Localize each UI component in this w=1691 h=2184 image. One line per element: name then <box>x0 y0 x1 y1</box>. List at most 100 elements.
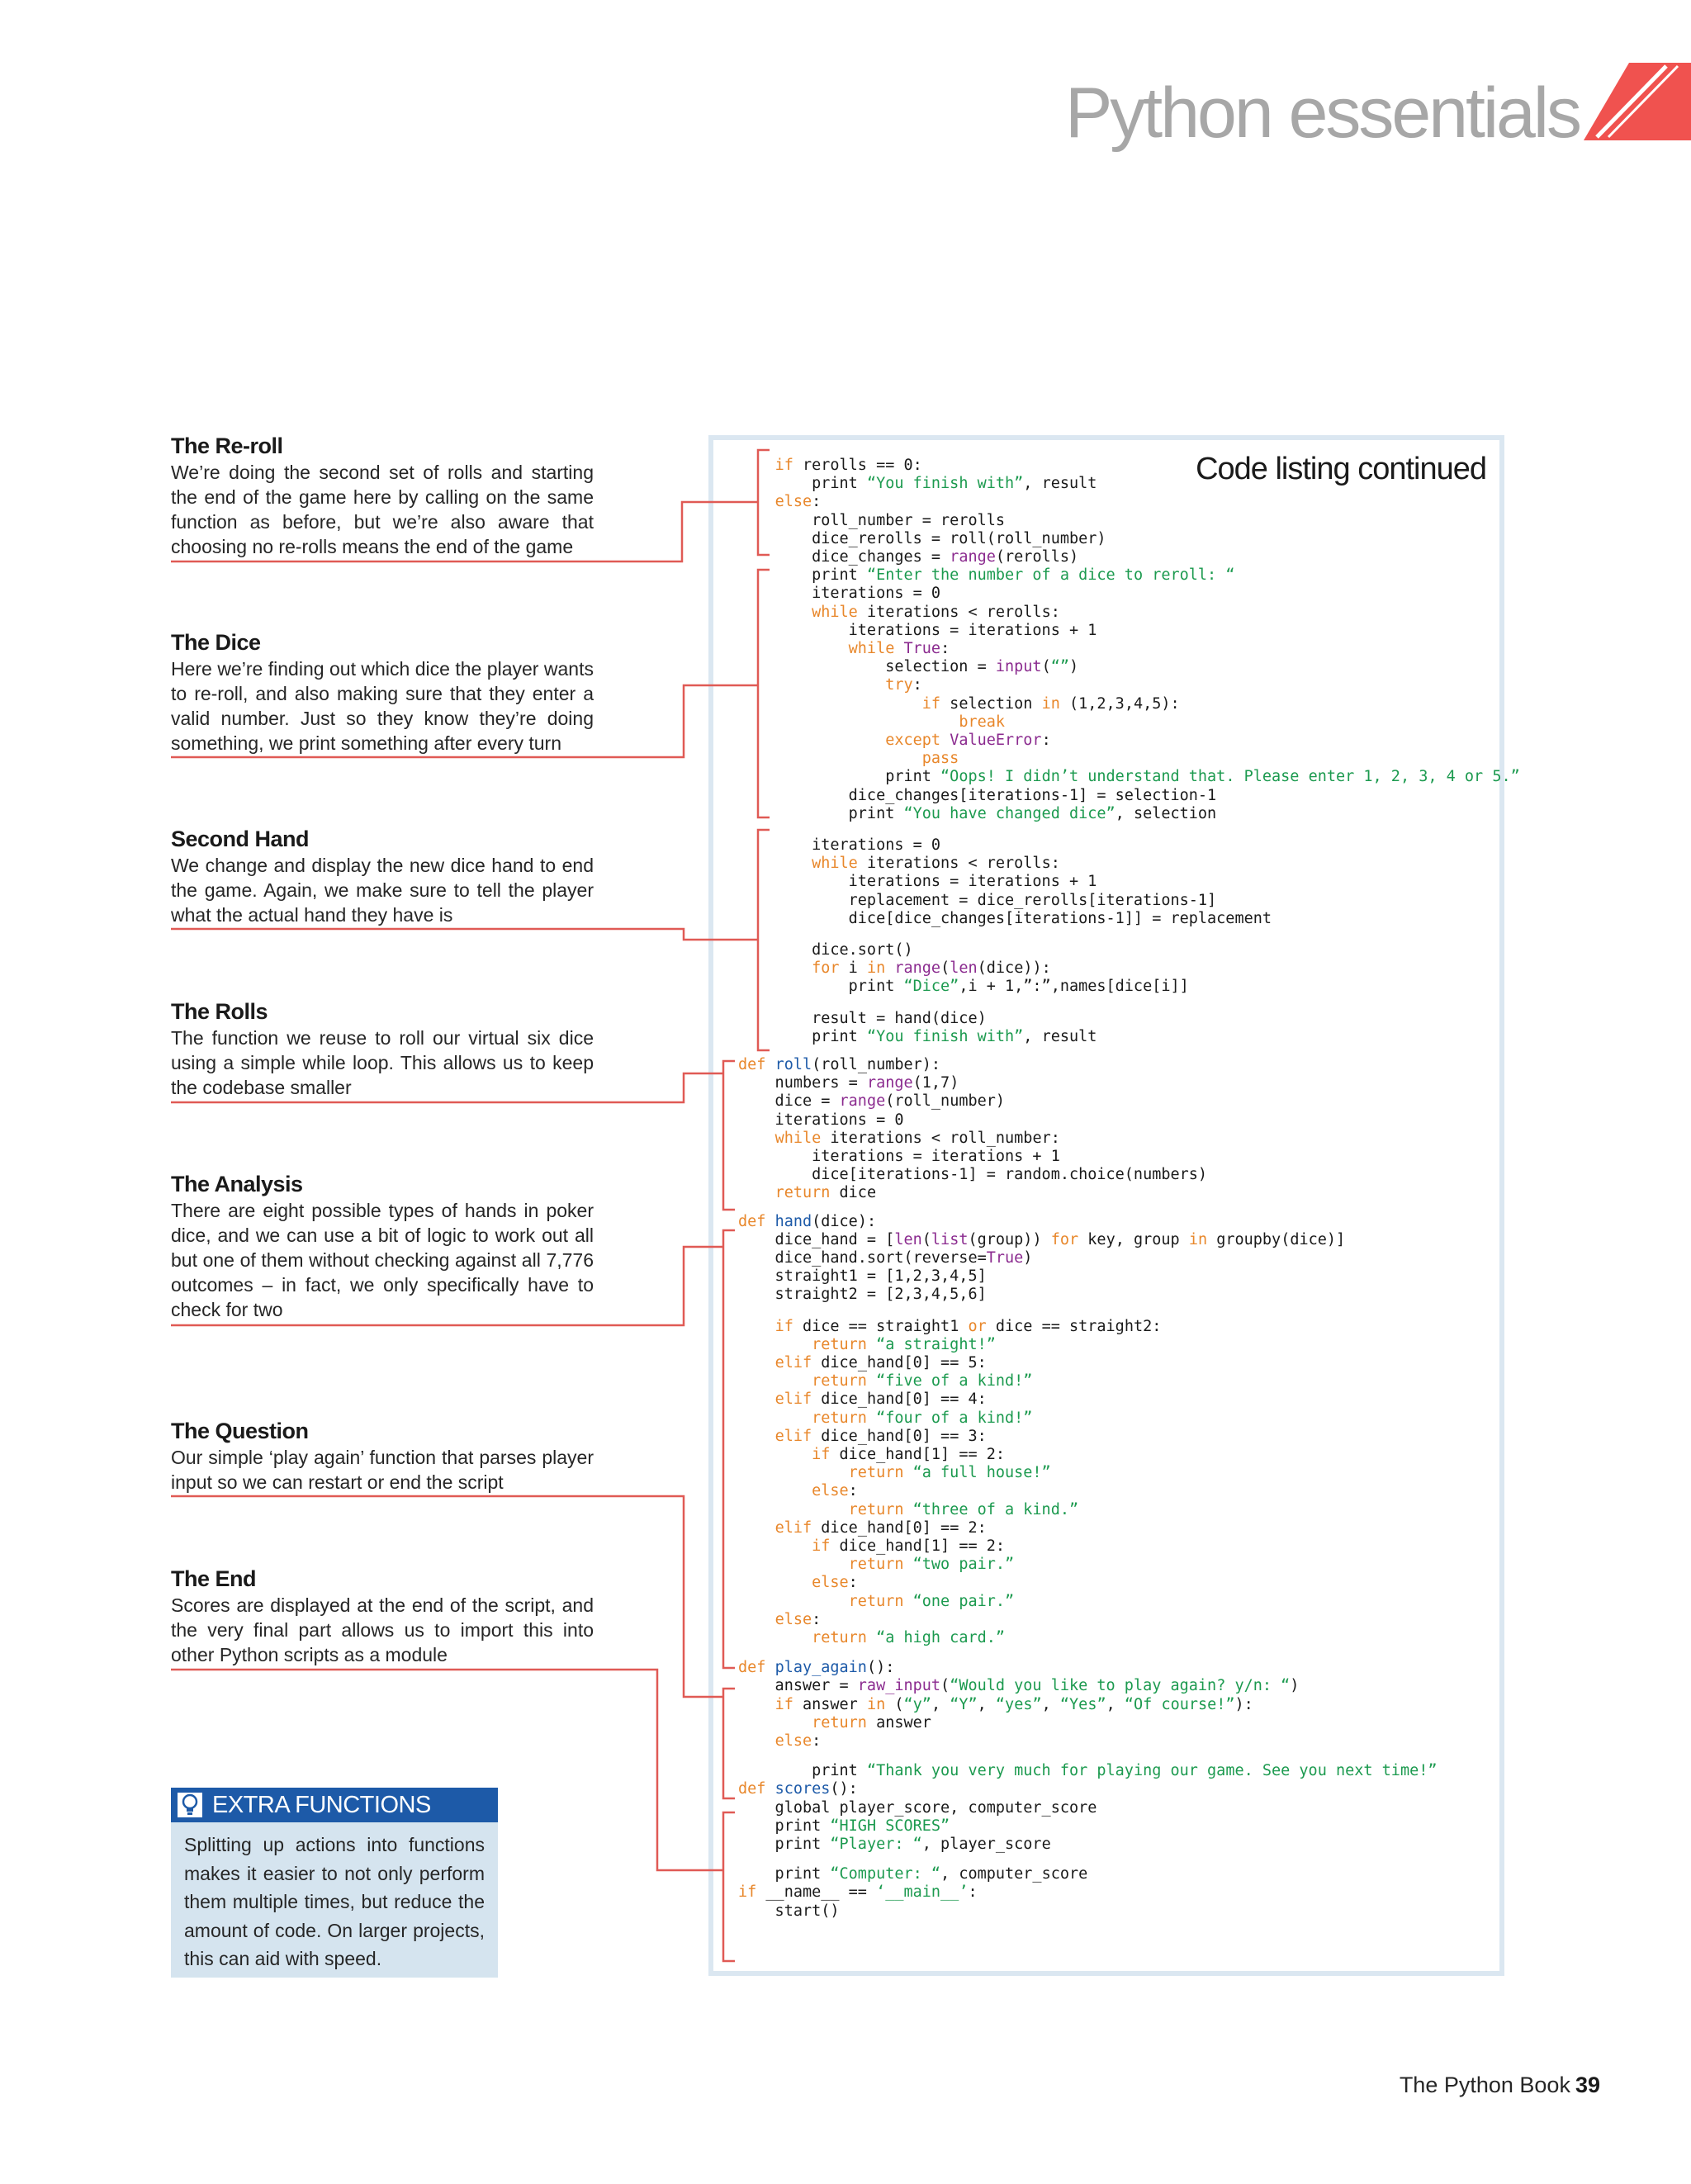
code-line: iterations = iterations + 1 <box>738 1148 1060 1165</box>
code-line: iterations = iterations + 1 <box>738 621 1097 639</box>
code-line: else: <box>774 1610 822 1628</box>
code-line: dice.sort() <box>738 941 913 959</box>
code-line: straight2 = [2,3,4,5,6] <box>738 1286 987 1304</box>
annotation-text: Our simple ‘play again’ function that pa… <box>171 1447 594 1493</box>
code-line: print “Dice”,i + 1,”:”,names[dice[i]] <box>738 978 1189 996</box>
code-line: elif dice_hand[0] == 3: <box>774 1427 987 1445</box>
code-line: print “Player: “, player_score <box>738 1836 1051 1853</box>
code-line: if answer in (“y”, “Y”, “yes”, “Yes”, “O… <box>774 1695 1253 1713</box>
code-line: while iterations < rerolls: <box>812 603 1060 621</box>
code-line: def roll(roll_number): <box>738 1056 941 1073</box>
annotation-text: The function we reuse to roll our virtua… <box>171 1027 594 1098</box>
code-line: else: <box>774 1732 822 1750</box>
annotation-end: The End Scores are displayed at the end … <box>171 1566 594 1667</box>
annotation-dice: The Dice Here we’re finding out which di… <box>171 630 594 756</box>
code-line: return “two pair.” <box>848 1556 1015 1574</box>
code-line: elif dice_hand[0] == 2: <box>774 1518 987 1537</box>
code-line: except ValueError: <box>885 732 1051 749</box>
code-line: return “a straight!” <box>812 1335 996 1353</box>
code-line: return “five of a kind!” <box>812 1372 1033 1390</box>
code-body: if rerolls == 0: print “You finish with”… <box>713 440 1520 1971</box>
code-line: def hand(dice): <box>738 1212 877 1230</box>
code-line: def play_again(): <box>738 1659 895 1677</box>
section-title: Python essentials <box>1064 73 1582 153</box>
annotation-text: Scores are displayed at the end of the s… <box>171 1594 594 1665</box>
code-line: pass <box>921 750 959 768</box>
code-line: roll_number = rerolls <box>738 511 1006 529</box>
lightbulb-icon <box>176 1791 204 1819</box>
code-line: dice_changes[iterations-1] = selection-1 <box>738 786 1217 804</box>
code-line: selection = input(“”) <box>738 658 1079 676</box>
code-line: break <box>959 713 1006 731</box>
code-line: for i in range(len(dice)): <box>812 959 1051 978</box>
annotation-analysis: The Analysis There are eight possible ty… <box>171 1172 594 1322</box>
code-line: return “one pair.” <box>848 1592 1015 1610</box>
annotation-title: The Question <box>171 1419 309 1443</box>
code-line: def scores(): <box>738 1780 858 1798</box>
annotation-text: We’re doing the second set of rolls and … <box>171 462 594 557</box>
code-line: if rerolls == 0: <box>774 457 922 474</box>
code-line: straight1 = [1,2,3,4,5] <box>738 1267 987 1286</box>
pencil-tab-icon <box>1584 63 1691 140</box>
code-line: print “You finish with”, result <box>738 475 1097 493</box>
annotation-reroll: The Re-roll We’re doing the second set o… <box>171 433 594 559</box>
code-line: while iterations < rerolls: <box>812 855 1060 873</box>
code-line: print “Oops! I didn’t understand that. P… <box>738 768 1520 786</box>
annotation-title: The Dice <box>171 630 261 655</box>
code-line: else: <box>812 1574 858 1592</box>
code-line: global player_score, computer_score <box>738 1798 1097 1817</box>
code-line: print “You have changed dice”, selection <box>738 804 1217 822</box>
code-listing: Code listing continued if rerolls == 0: … <box>708 435 1520 1976</box>
code-line: print “HIGH SCORES” <box>738 1817 950 1835</box>
page-number: 39 <box>1575 2073 1600 2097</box>
code-line: numbers = range(1,7) <box>738 1074 959 1092</box>
extra-functions-box: EXTRA FUNCTIONS Splitting up actions int… <box>171 1788 498 1978</box>
code-line: return “four of a kind!” <box>812 1409 1033 1427</box>
annotation-title: The Re-roll <box>171 433 283 458</box>
code-line: iterations = iterations + 1 <box>738 873 1097 891</box>
code-line: dice_hand.sort(reverse=True) <box>738 1249 1033 1267</box>
code-listing-title: Code listing continued <box>1196 452 1487 486</box>
code-line: print “Enter the number of a dice to rer… <box>738 566 1235 585</box>
connector-second-hand <box>171 927 758 941</box>
code-line: replacement = dice_rerolls[iterations-1] <box>738 891 1217 909</box>
code-line: elif dice_hand[0] == 5: <box>774 1354 987 1372</box>
page-header: Python essentials <box>948 0 1691 157</box>
code-line: dice[dice_changes[iterations-1]] = repla… <box>738 909 1272 927</box>
annotation-title: The Analysis <box>171 1172 303 1196</box>
annotation-text: Here we’re finding out which dice the pl… <box>171 658 594 754</box>
code-line: answer = raw_input(“Would you like to pl… <box>738 1677 1300 1695</box>
extra-functions-text: Splitting up actions into functions make… <box>184 1834 485 1969</box>
code-line: while iterations < roll_number: <box>774 1129 1060 1147</box>
code-line: try: <box>885 676 922 694</box>
code-line: if dice == straight1 or dice == straight… <box>774 1317 1162 1335</box>
annotation-title: The Rolls <box>171 999 268 1024</box>
code-line: if selection in (1,2,3,4,5): <box>921 694 1180 713</box>
annotation-question: The Question Our simple ‘play again’ fun… <box>171 1419 594 1495</box>
code-line: result = hand(dice) <box>738 1009 987 1027</box>
code-line: else: <box>774 493 822 511</box>
code-line: else: <box>812 1482 858 1500</box>
code-line: return “three of a kind.” <box>848 1500 1079 1518</box>
code-line: if __name__ == ‘__main__’: <box>738 1883 978 1902</box>
code-line: iterations = 0 <box>738 585 941 603</box>
code-line: print “You finish with”, result <box>738 1027 1097 1045</box>
annotation-title: The End <box>171 1566 257 1591</box>
code-line: start() <box>738 1902 840 1920</box>
code-line: iterations = 0 <box>738 836 941 854</box>
code-line: if dice_hand[1] == 2: <box>812 1446 1006 1463</box>
code-line: print “Computer: “, computer_score <box>738 1865 1088 1883</box>
annotation-title: Second Hand <box>171 827 310 851</box>
code-line: elif dice_hand[0] == 4: <box>774 1390 987 1409</box>
code-line: dice_changes = range(rerolls) <box>738 548 1079 566</box>
annotation-rolls: The Rolls The function we reuse to roll … <box>171 999 594 1100</box>
annotation-text: There are eight possible types of hands … <box>171 1200 594 1320</box>
code-line: dice_hand = [len(list(group)) for key, g… <box>738 1230 1346 1248</box>
code-line: if dice_hand[1] == 2: <box>812 1537 1006 1555</box>
book-title: The Python Book <box>1399 2073 1570 2097</box>
code-line: dice = range(roll_number) <box>738 1092 1006 1111</box>
code-line: return “a full house!” <box>848 1464 1051 1482</box>
code-line: dice[iterations-1] = random.choice(numbe… <box>738 1166 1208 1184</box>
code-line: while True: <box>848 640 950 657</box>
code-line: print “Thank you very much for playing o… <box>738 1762 1438 1780</box>
